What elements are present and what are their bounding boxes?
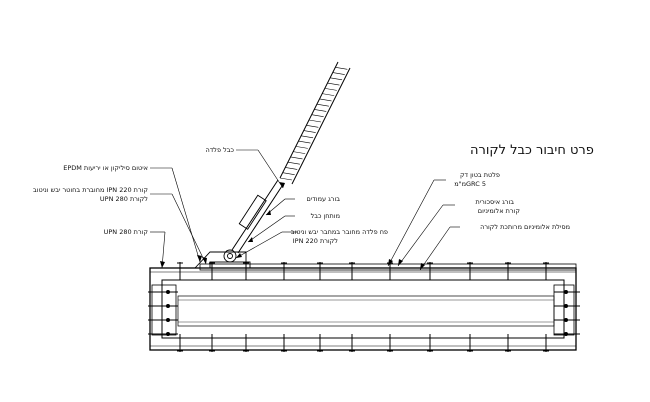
connection-plate (193, 249, 251, 269)
end-bolt-left-nut (166, 318, 170, 322)
cable-hatch (282, 172, 295, 176)
cable-hatch (306, 124, 319, 128)
label-tensioner: מותחן כבל (310, 212, 340, 220)
cable-hatch (311, 114, 324, 118)
end-bolt-right-nut (564, 332, 568, 336)
grc-plate (199, 263, 577, 271)
cable-hatch (330, 77, 343, 81)
cable-hatch (298, 140, 311, 144)
cable-hatch (319, 98, 332, 102)
label-cable: כבל פלדה (205, 146, 234, 154)
end-bolt-left-nut (166, 290, 170, 294)
end-plate-left (151, 284, 177, 336)
label-grc-line2: GRC 5מ"מ (454, 180, 486, 188)
label-beam-upn: קורת UPN 280 (103, 228, 148, 236)
end-bolts (148, 290, 580, 336)
cable-hatch (327, 82, 340, 86)
end-bolt-left-nut (166, 304, 170, 308)
label-epdm: איטום סיליקון או יריעות EPDM (63, 164, 148, 172)
end-bolt-left-nut (166, 332, 170, 336)
label-profile: מסילת אלומיניום מרותכת לקורה (480, 223, 570, 231)
cable-hatch (295, 146, 308, 149)
leader-lines (150, 149, 460, 271)
cable-hatch (303, 130, 316, 133)
cable-hatch (287, 161, 300, 165)
bottom-bolts (177, 334, 549, 352)
top-bolts (177, 262, 549, 280)
end-bolt-right-nut (564, 290, 568, 294)
label-plate-line1: פח פלדה מחובר במחבר יבש וניטוב (290, 228, 388, 236)
label-beam-upn-line2: לקורת UPN 280 (99, 195, 148, 203)
leader-arrows (160, 182, 425, 270)
beam-inner (161, 279, 565, 339)
label-grc-line1: פלטת בטון דק (459, 171, 500, 179)
steel-cable (231, 61, 351, 254)
cable-hatch (332, 72, 345, 75)
label-bolt-line1: בורג איסכורית (475, 198, 514, 206)
end-bolt-right-nut (564, 318, 568, 322)
label-bolt-line2: קורת אלומיניום (477, 207, 520, 215)
end-bolt-right-nut (564, 304, 568, 308)
label-beam-ipn: קורת IPN 220 מחוברת בחוטר יבש וניטוב (32, 186, 148, 194)
beam-outer (149, 267, 577, 351)
cable-hatch (316, 103, 329, 107)
label-plate-line2: לקורת IPN 220 (292, 237, 338, 245)
cable-hatch (279, 177, 293, 181)
cable-hatch (290, 156, 303, 160)
cable-hatch (324, 88, 337, 91)
cable-hatch (301, 135, 314, 139)
label-screws: בורג עמודים (306, 195, 340, 203)
internal-beam (177, 295, 555, 327)
cable-hatch (335, 66, 348, 70)
detail-title: פרט חיבור כבל לקורה (470, 143, 594, 158)
cable-hatch (308, 119, 322, 123)
cable-hatch (314, 109, 327, 112)
cable-hatch (285, 167, 298, 170)
cable-hatch (322, 93, 335, 96)
cable-hatch (293, 151, 306, 154)
